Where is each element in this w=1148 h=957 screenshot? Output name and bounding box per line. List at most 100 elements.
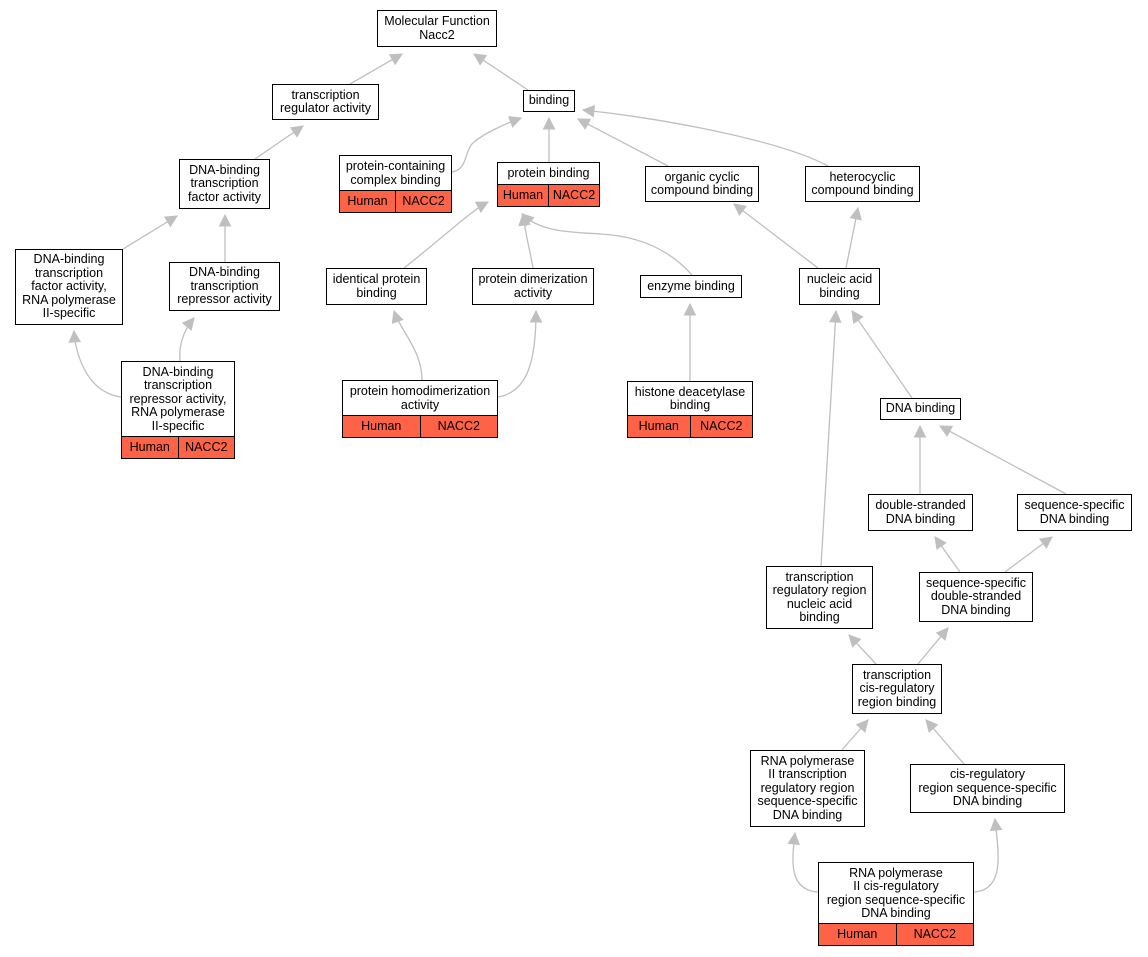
go-term-node: DNA-binding transcription factor activit… — [179, 159, 270, 209]
edge-hcb-binding — [582, 109, 829, 167]
go-term-node: Molecular Function Nacc2 — [377, 10, 497, 47]
arrowhead — [851, 310, 864, 325]
arrowhead — [68, 329, 82, 343]
arrowhead — [848, 634, 862, 648]
go-term-node: nucleic acid binding — [799, 268, 880, 305]
arrowhead — [474, 201, 489, 213]
go-term-label: double-stranded DNA binding — [875, 498, 966, 526]
arrowhead — [849, 206, 862, 221]
arrowhead — [939, 425, 954, 438]
gene-cell: NACC2 — [895, 924, 973, 945]
go-term-label: organic cyclic compound binding — [650, 169, 754, 197]
edge-ssdb-db — [939, 425, 1067, 495]
go-term-label: protein binding — [507, 166, 590, 181]
go-term-label: DNA binding — [885, 401, 956, 416]
go-term-node: sequence-specific DNA binding — [1017, 494, 1132, 531]
arrowhead — [521, 213, 535, 227]
arrowhead — [542, 116, 556, 130]
arrowhead — [163, 215, 178, 228]
go-term-node: DNA binding — [880, 398, 961, 420]
arrowhead — [733, 203, 747, 216]
go-term-label: Molecular Function Nacc2 — [384, 14, 490, 42]
go-term-node: enzyme binding — [640, 275, 742, 298]
arrowhead — [473, 53, 488, 66]
go-term-node: heterocyclic compound binding — [805, 166, 920, 202]
go-term-node: double-stranded DNA binding — [868, 494, 973, 531]
arrowhead — [218, 213, 232, 227]
go-term-node: RNA polymerase II transcription regulato… — [750, 750, 865, 827]
gene-cell: NACC2 — [548, 185, 599, 206]
go-term-node: cis-regulatory region sequence-specific … — [910, 764, 1065, 813]
species-cell: Human — [819, 924, 896, 945]
go-term-label: enzyme binding — [647, 278, 735, 293]
go-term-node: identical protein binding — [326, 268, 427, 305]
go-term-node: sequence-specific double-stranded DNA bi… — [919, 572, 1033, 622]
arrowhead — [829, 309, 842, 323]
species-cell: Human — [122, 437, 178, 458]
go-term-node: transcription regulatory region nucleic … — [766, 566, 873, 629]
arrowhead — [581, 104, 596, 118]
arrowhead — [1039, 536, 1053, 549]
arrowhead — [181, 317, 195, 331]
go-term-label: RNA polymerase II transcription regulato… — [757, 753, 858, 822]
go-term-label: binding — [528, 93, 570, 108]
go-term-node: DNA-binding transcription repressor acti… — [121, 361, 235, 459]
edge-nab-occb — [733, 203, 819, 269]
go-term-label: heterocyclic compound binding — [811, 169, 914, 197]
gene-cell: NACC2 — [395, 191, 451, 212]
go-term-label: cis-regulatory region sequence-specific … — [918, 767, 1057, 809]
arrowhead — [913, 424, 927, 438]
go-term-label: transcription regulator activity — [279, 87, 371, 115]
arrowhead — [391, 309, 404, 324]
arrowhead — [925, 719, 939, 733]
arrowhead — [934, 536, 947, 551]
arrowhead — [508, 116, 523, 128]
species-cell: Human — [498, 185, 548, 206]
species-cell: Human — [343, 416, 420, 437]
go-term-node: binding — [523, 90, 575, 112]
go-term-label: nucleic acid binding — [806, 272, 873, 300]
arrowhead — [989, 817, 1003, 832]
gene-cell: NACC2 — [419, 416, 497, 437]
edge-eb-pb — [521, 213, 693, 276]
edge-trrnab-nab — [820, 310, 837, 567]
species-cell: Human — [340, 191, 395, 212]
go-term-label: DNA-binding transcription factor activit… — [188, 162, 261, 204]
gene-cell: NACC2 — [689, 416, 752, 437]
edge-pccb-binding — [451, 117, 522, 173]
go-term-node: transcription cis-regulatory region bind… — [852, 664, 942, 714]
edge-phda-pda — [497, 310, 537, 398]
go-term-node: DNA-binding transcription repressor acti… — [169, 262, 280, 311]
go-term-label: histone deacetylase binding — [634, 384, 746, 412]
edge-dbtra2-dbtfa2 — [73, 330, 122, 398]
species-cell: Human — [628, 416, 690, 437]
go-term-node: transcription regulator activity — [272, 84, 379, 120]
go-term-node: organic cyclic compound binding — [645, 166, 759, 202]
arrowhead — [855, 719, 869, 733]
go-term-label: protein homodimerization activity — [349, 384, 491, 412]
edge-occb-binding — [577, 118, 669, 167]
go-term-node: protein dimerization activity — [472, 268, 594, 305]
go-term-label: protein-containing complex binding — [345, 159, 446, 187]
go-term-label: DNA-binding transcription repressor acti… — [177, 265, 272, 307]
go-term-label: transcription regulatory region nucleic … — [772, 569, 867, 624]
go-term-label: sequence-specific DNA binding — [1024, 498, 1125, 526]
go-term-node: DNA-binding transcription factor activit… — [15, 249, 123, 325]
arrowhead — [683, 302, 697, 316]
go-term-node: RNA polymerase II cis-regulatory region … — [818, 862, 974, 946]
go-term-label: DNA-binding transcription repressor acti… — [129, 364, 227, 433]
arrowhead — [289, 125, 304, 138]
arrowhead — [529, 309, 543, 323]
go-term-label: identical protein binding — [332, 272, 421, 300]
gene-cell: NACC2 — [177, 437, 234, 458]
